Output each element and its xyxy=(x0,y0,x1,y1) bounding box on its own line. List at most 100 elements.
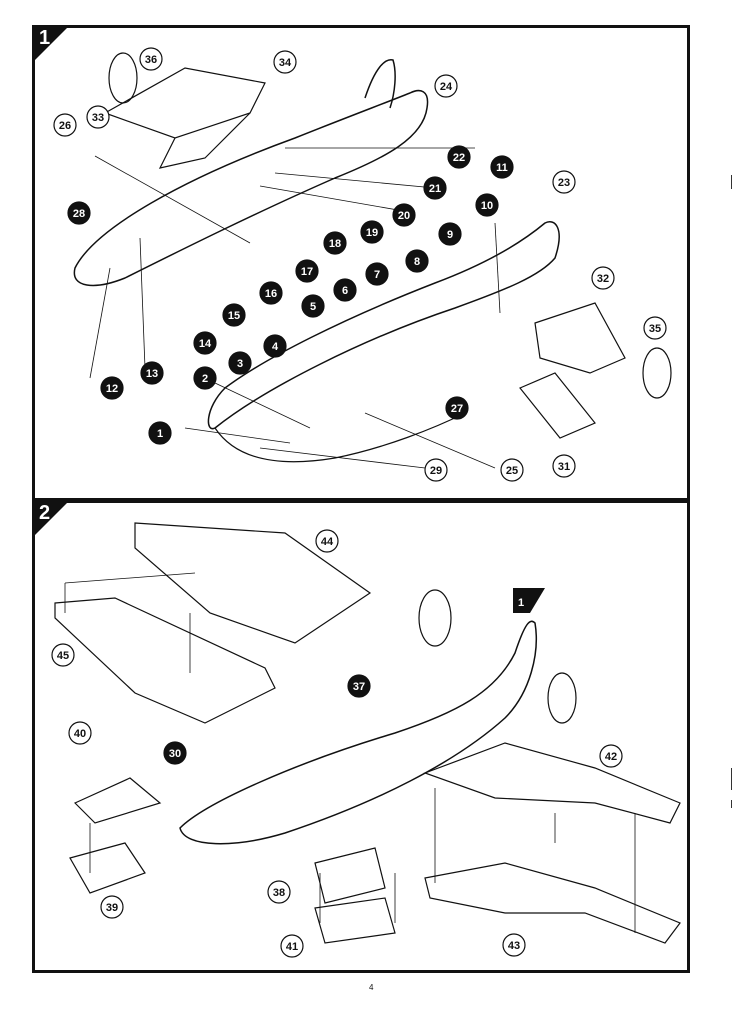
callout-36: 36 xyxy=(139,47,163,71)
callout-6: 6 xyxy=(333,278,357,302)
callout-number: 32 xyxy=(597,273,609,285)
callout-number: 18 xyxy=(329,238,341,250)
callout-circle xyxy=(445,396,469,420)
callout-44: 44 xyxy=(315,529,339,553)
callout-13: 13 xyxy=(140,361,164,385)
callout-7: 7 xyxy=(365,262,389,286)
page-number: 4 xyxy=(369,983,374,992)
callout-8: 8 xyxy=(405,249,429,273)
callout-41: 41 xyxy=(280,934,304,958)
callout-25: 25 xyxy=(500,458,524,482)
callout-circle xyxy=(475,193,499,217)
callout-circle xyxy=(502,933,526,957)
callout-number: 14 xyxy=(199,338,212,350)
callout-42: 42 xyxy=(599,744,623,768)
step-1-illustration: 1234567891011121314151617181920212227282… xyxy=(53,47,672,482)
callout-number: 12 xyxy=(106,383,118,395)
callout-circle xyxy=(438,222,462,246)
callout-number: 3 xyxy=(237,358,243,370)
callout-circle xyxy=(500,458,524,482)
callout-number: 34 xyxy=(279,57,292,69)
callout-circle xyxy=(148,421,172,445)
callout-number: 7 xyxy=(374,269,380,281)
callout-circle xyxy=(100,376,124,400)
callout-number: 5 xyxy=(310,301,316,313)
callout-number: 17 xyxy=(301,266,313,278)
callout-number: 19 xyxy=(366,227,378,239)
callout-5: 5 xyxy=(301,294,325,318)
callout-circle xyxy=(323,231,347,255)
callout-11: 11 xyxy=(490,155,514,179)
callout-33: 33 xyxy=(86,105,110,129)
callout-40: 40 xyxy=(68,721,92,745)
callout-circle xyxy=(434,74,458,98)
callout-circle xyxy=(301,294,325,318)
callout-26: 26 xyxy=(53,113,77,137)
callout-circle xyxy=(259,281,283,305)
callout-circle xyxy=(67,201,91,225)
callout-number: 43 xyxy=(508,940,520,952)
callout-4: 4 xyxy=(263,334,287,358)
callout-38: 38 xyxy=(267,880,291,904)
callout-number: 25 xyxy=(506,465,518,477)
callout-number: 44 xyxy=(321,536,334,548)
callout-45: 45 xyxy=(51,643,75,667)
callout-number: 2 xyxy=(202,373,208,385)
callout-28: 28 xyxy=(67,201,91,225)
callout-circle xyxy=(424,458,448,482)
callout-circle xyxy=(392,203,416,227)
callout-number: 4 xyxy=(272,341,279,353)
callout-39: 39 xyxy=(100,895,124,919)
callout-19: 19 xyxy=(360,220,384,244)
callout-circle xyxy=(100,895,124,919)
callout-number: 24 xyxy=(440,81,453,93)
callout-15: 15 xyxy=(222,303,246,327)
callout-circle xyxy=(86,105,110,129)
callout-circle xyxy=(193,331,217,355)
callout-circle xyxy=(552,454,576,478)
callout-number: 40 xyxy=(74,728,86,740)
subassembly-flag-label: 1 xyxy=(518,597,524,609)
callout-number: 38 xyxy=(273,887,285,899)
callout-circle xyxy=(193,366,217,390)
callout-35: 35 xyxy=(643,316,667,340)
callout-number: 21 xyxy=(429,183,441,195)
callout-circle xyxy=(295,259,319,283)
callout-circle xyxy=(360,220,384,244)
callout-number: 27 xyxy=(451,403,463,415)
callout-circle xyxy=(490,155,514,179)
callout-18: 18 xyxy=(323,231,347,255)
callout-number: 1 xyxy=(157,428,163,440)
callout-24: 24 xyxy=(434,74,458,98)
callout-number: 15 xyxy=(228,310,240,322)
callout-circle xyxy=(273,50,297,74)
callout-number: 22 xyxy=(453,152,465,164)
callout-circle xyxy=(643,316,667,340)
callout-number: 11 xyxy=(496,162,508,174)
callout-2: 2 xyxy=(193,366,217,390)
callout-31: 31 xyxy=(552,454,576,478)
callout-21: 21 xyxy=(423,176,447,200)
callout-37: 37 xyxy=(347,674,371,698)
callout-number: 8 xyxy=(414,256,420,268)
step-1-callouts: 1234567891011121314151617181920212227282… xyxy=(53,47,667,482)
callout-1: 1 xyxy=(148,421,172,445)
callout-circle xyxy=(139,47,163,71)
callout-number: 33 xyxy=(92,112,104,124)
callout-circle xyxy=(68,721,92,745)
callout-circle xyxy=(140,361,164,385)
step-1-tab xyxy=(32,25,70,63)
callout-circle xyxy=(280,934,304,958)
callout-number: 9 xyxy=(447,229,453,241)
callout-17: 17 xyxy=(295,259,319,283)
callout-number: 20 xyxy=(398,210,410,222)
callout-number: 42 xyxy=(605,751,617,763)
callout-23: 23 xyxy=(552,170,576,194)
callout-43: 43 xyxy=(502,933,526,957)
callout-14: 14 xyxy=(193,331,217,355)
margin-mark xyxy=(731,800,732,808)
